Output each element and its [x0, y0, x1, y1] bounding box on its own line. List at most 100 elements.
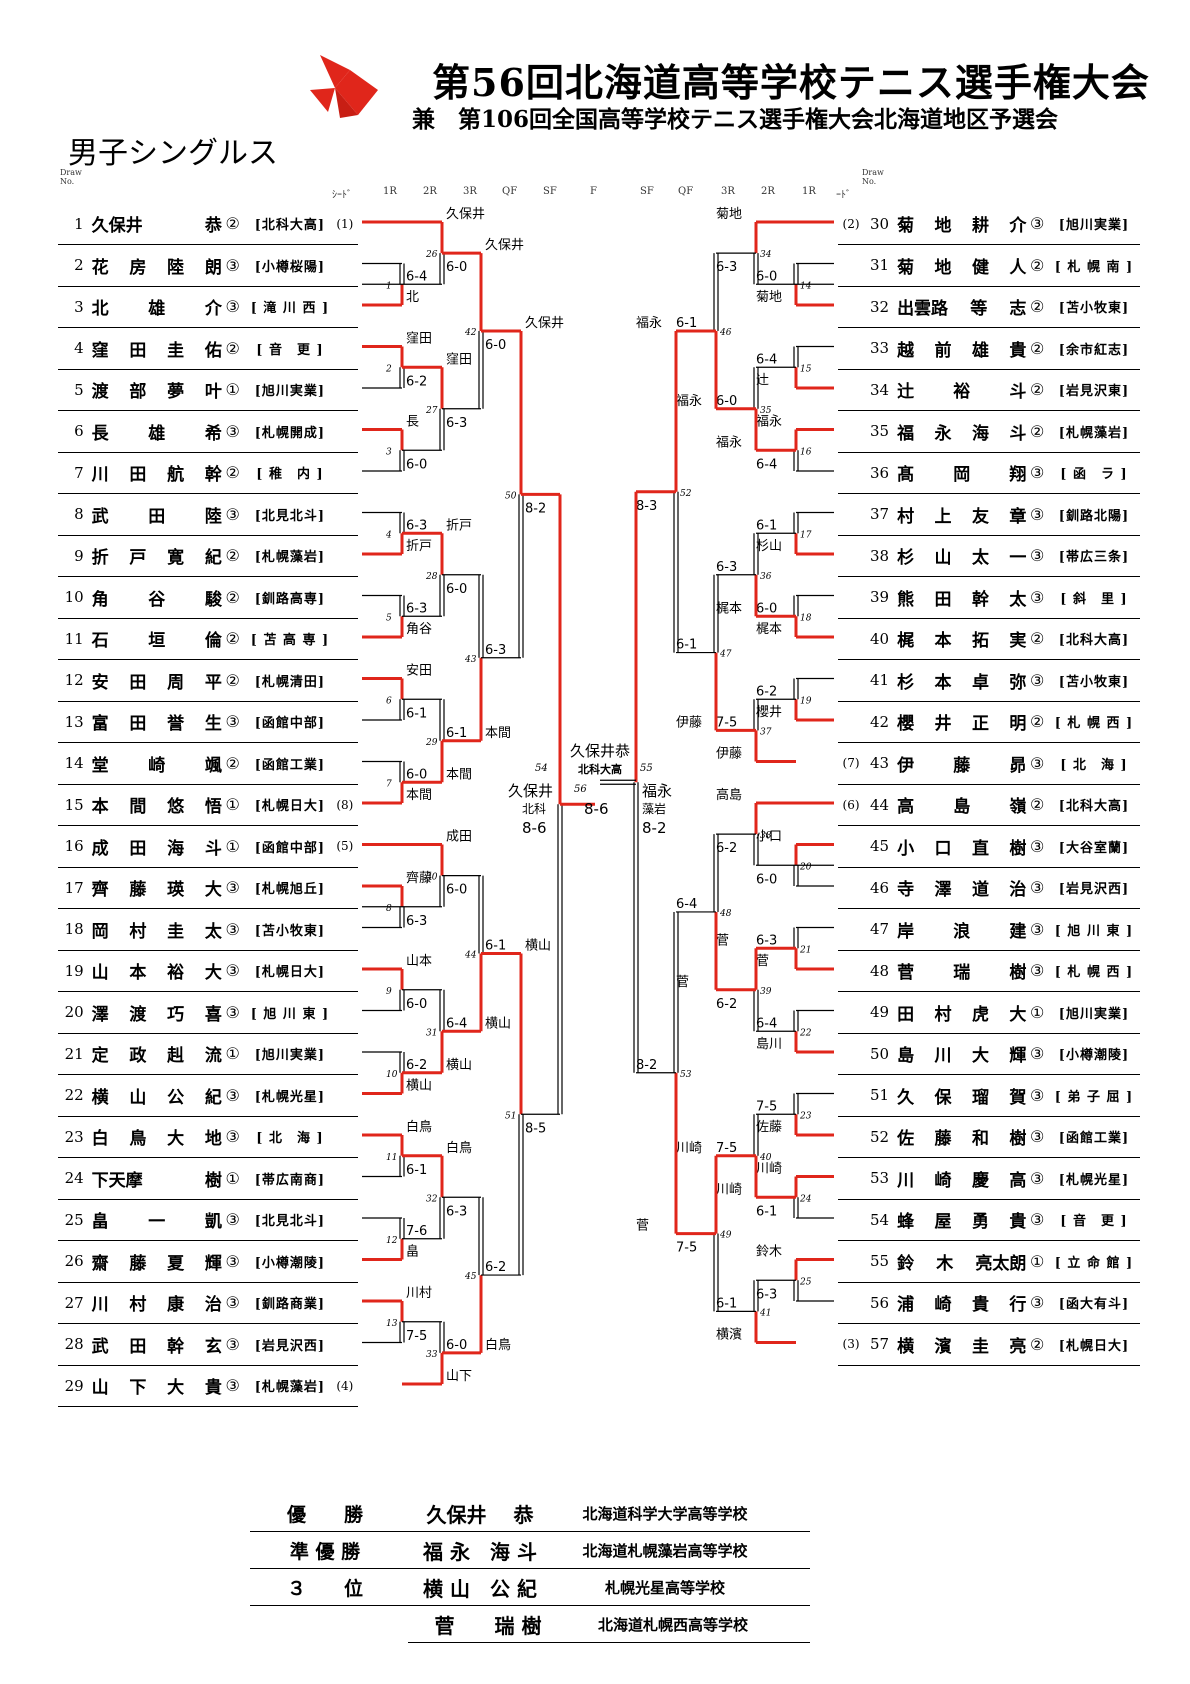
player-name: 浦崎貴行 — [897, 1295, 1027, 1315]
player-school: [釧路商業] — [254, 1297, 326, 1312]
player-name: 菊地健人 — [897, 257, 1027, 278]
match-score: 6-0 — [446, 582, 467, 597]
winner-label: 山本 — [406, 954, 432, 969]
player-school: [札幌光星] — [254, 1089, 326, 1105]
result-name: 横 山 公 紀 — [423, 1577, 537, 1601]
player-name: 山下大貴 — [91, 1378, 222, 1398]
left-sf-match-number: 54 — [535, 763, 548, 774]
player-name: 武田陸 — [91, 506, 222, 527]
match-score: 6-3 — [446, 416, 467, 431]
match-number: 36 — [760, 572, 772, 582]
player-school: [札幌清田] — [254, 674, 326, 690]
champion-name: 久保井恭 — [569, 742, 630, 760]
player-school: [旭川実業] — [1058, 1006, 1130, 1022]
match-number: 39 — [760, 987, 772, 997]
player-school: [札幌藻岩] — [254, 1380, 326, 1395]
match-number: 12 — [386, 1236, 398, 1246]
match-number: 11 — [386, 1153, 397, 1163]
player-grade: ② — [225, 753, 240, 773]
player-grade: ② — [225, 214, 240, 233]
match-number: 41 — [759, 1308, 771, 1318]
player-school: [岩見沢東] — [1058, 384, 1130, 399]
winner-label: 横山 — [525, 938, 551, 953]
match-score: 6-2 — [406, 374, 427, 389]
player-school: [ 札 幌 南 ] — [1054, 259, 1134, 275]
player-grade: ③ — [1029, 546, 1045, 565]
seed-mark: (4) — [336, 1378, 354, 1393]
match-number: 38 — [760, 831, 772, 841]
player-school: [札幌旭丘] — [254, 882, 326, 897]
match-score: 6-1 — [406, 1163, 427, 1178]
final-winner-box: 久保井恭 北科大高 — [555, 740, 645, 777]
f-header: F — [590, 186, 597, 197]
player-school: [ 斜 里 ] — [1060, 591, 1128, 607]
player-school: [函館中部] — [254, 716, 326, 731]
player-school: [北科大高] — [254, 218, 326, 233]
draw-number: 29 — [64, 1376, 84, 1395]
winner-label: 佐藤 — [756, 1120, 782, 1135]
result-rank: 優 勝 — [286, 1504, 363, 1526]
match-score: 6-2 — [406, 1058, 427, 1073]
match-score: 6-1 — [676, 638, 697, 653]
match-score: 8-5 — [525, 1121, 546, 1136]
match-score: 6-1 — [756, 1204, 777, 1219]
draw-number: 11 — [64, 629, 84, 648]
draw-number: 22 — [64, 1086, 84, 1104]
winner-label: 北 — [406, 290, 419, 305]
match-score: 8-2 — [636, 1058, 657, 1073]
player-grade: ① — [1029, 1251, 1045, 1271]
match-number: 52 — [680, 489, 692, 499]
winner-label: 杉山 — [756, 539, 782, 554]
winner-label: 島川 — [756, 1037, 782, 1052]
player-grade: ③ — [1029, 1293, 1045, 1312]
player-grade: ② — [225, 587, 240, 607]
page-title: 第56回北海道高等学校テニス選手権大会 — [432, 60, 1150, 105]
match-score: 7-5 — [676, 1241, 697, 1256]
draw-number: 32 — [869, 297, 890, 316]
player-school: [ 滝 川 西 ] — [250, 301, 330, 316]
player-school: [大谷室蘭] — [1058, 840, 1130, 856]
match-number: 15 — [800, 364, 812, 374]
player-school: [ 苫 高 専 ] — [250, 633, 330, 648]
player-grade: ① — [225, 380, 240, 399]
player-name: 北雄介 — [91, 299, 222, 319]
match-number: 8 — [386, 904, 392, 914]
match-number: 13 — [386, 1319, 398, 1329]
draw-number: 5 — [74, 380, 84, 399]
winner-label: 福永 — [716, 435, 742, 450]
draw-number: 20 — [64, 1003, 84, 1021]
player-grade: ② — [1029, 380, 1045, 399]
player-name: 定政赳流 — [91, 1046, 222, 1066]
winner-label: 小口 — [756, 830, 782, 845]
player-grade: ② — [225, 338, 240, 358]
match-number: 21 — [799, 945, 811, 955]
player-school: [函大有斗] — [1058, 1297, 1130, 1312]
player-school: [小樽潮陵] — [1058, 1048, 1130, 1063]
player-name: 花房陸朗 — [91, 257, 222, 278]
draw-number: 27 — [64, 1293, 84, 1312]
player-grade: ③ — [225, 255, 240, 275]
winner-label: 横山 — [485, 1016, 511, 1031]
right-sf-match-number: 55 — [640, 763, 653, 774]
player-grade: ③ — [1029, 1044, 1045, 1063]
draw-number: 45 — [869, 837, 890, 855]
draw-number: 34 — [869, 380, 890, 399]
winner-label: 菊地 — [716, 207, 742, 222]
match-number: 26 — [425, 250, 438, 260]
draw-number: 50 — [869, 1044, 890, 1063]
draw-number: 16 — [64, 837, 84, 855]
winner-label: 久保井 — [446, 207, 485, 222]
player-name: 岡村圭太 — [91, 921, 222, 942]
player-name: 本間悠悟 — [91, 797, 222, 817]
draw-number: 3 — [74, 297, 84, 316]
